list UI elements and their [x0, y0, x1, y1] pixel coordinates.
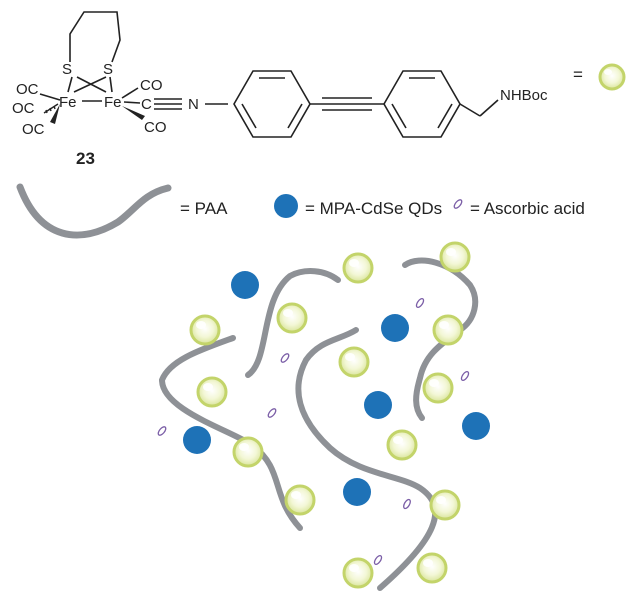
atom-co-top: CO — [140, 77, 163, 94]
co-bond — [121, 87, 139, 99]
quantum-dots — [183, 271, 490, 506]
qd-label: = MPA-CdSe QDs — [305, 199, 442, 218]
atom-s-right: S — [103, 61, 113, 78]
quantum-dot — [462, 412, 490, 440]
atom-fe-right: Fe — [104, 94, 122, 111]
paa-chain — [295, 327, 439, 591]
quantum-dot — [183, 426, 211, 454]
atom-co-bot: CO — [144, 119, 167, 136]
atom-c-isocyanide: C — [141, 96, 152, 113]
co-bond — [39, 93, 61, 101]
complex-sphere — [432, 314, 464, 346]
complex-sphere — [416, 552, 448, 584]
quantum-dot — [343, 478, 371, 506]
ascorbic-acid — [460, 371, 470, 381]
benzene-ring-1 — [233, 70, 311, 138]
ascorbic-acid — [373, 555, 383, 565]
propane-bridge — [69, 11, 121, 63]
compound-number: 23 — [76, 149, 95, 168]
s-fe-bond — [67, 76, 73, 93]
atom-oc-top: OC — [16, 81, 39, 98]
ascorbic-acid — [403, 498, 411, 510]
molecule-labels: S S Fe Fe OC OC OC CO C N CO NHBoc = 23 — [12, 61, 583, 168]
atom-oc-bot: OC — [22, 121, 45, 138]
ch2-bond — [479, 99, 499, 117]
atom-oc-mid: OC — [12, 100, 35, 117]
complex-sphere — [338, 346, 370, 378]
ascorbic-acid — [280, 353, 290, 363]
quantum-dot — [381, 314, 409, 342]
atom-n-isocyanide: N — [188, 96, 199, 113]
quantum-dot — [364, 391, 392, 419]
benzene-ring-2 — [383, 70, 461, 138]
complex-sphere — [439, 241, 471, 273]
co-wedge-bond — [122, 106, 145, 120]
complex-sphere — [386, 429, 418, 461]
ascorbic-acid — [157, 426, 167, 436]
paa-chain — [158, 335, 303, 531]
ascorbic-legend-icon — [453, 199, 463, 209]
equals-sign: = — [573, 65, 583, 84]
composite-assembly — [157, 241, 490, 591]
s-fe-bond — [73, 76, 107, 93]
molecule-23 — [39, 11, 499, 138]
qd-legend-icon — [274, 194, 298, 218]
ascorbic-acid-molecules — [157, 298, 470, 565]
end-group-nhboc: NHBoc — [500, 87, 548, 104]
complex-sphere — [232, 436, 264, 468]
complex-sphere — [422, 372, 454, 404]
complex-sphere — [342, 557, 374, 589]
complex-sphere — [196, 376, 228, 408]
paa-legend-icon — [16, 183, 172, 239]
ascorbic-acid — [267, 408, 277, 418]
paa-label: = PAA — [180, 199, 228, 218]
complex-sphere — [284, 484, 316, 516]
paa-chain — [245, 268, 341, 378]
co-wedge-bond — [50, 104, 60, 124]
complex-sphere — [276, 302, 308, 334]
ascorbic-label: = Ascorbic acid — [470, 199, 585, 218]
atom-fe-left: Fe — [59, 94, 77, 111]
sphere-legend-icon — [598, 63, 626, 91]
fe-c-bond — [123, 101, 141, 104]
paa-chains — [158, 257, 479, 591]
ch2-bond — [459, 103, 481, 117]
ascorbic-acid — [415, 298, 425, 308]
quantum-dot — [231, 271, 259, 299]
complex-sphere — [429, 489, 461, 521]
co-hashed-bond — [43, 103, 59, 114]
complex-sphere — [189, 314, 221, 346]
legend-row: = PAA = MPA-CdSe QDs = Ascorbic acid — [16, 183, 585, 239]
complex-spheres — [189, 241, 471, 589]
complex-sphere — [342, 252, 374, 284]
atom-s-left: S — [62, 61, 72, 78]
s-fe-bond — [109, 76, 113, 93]
